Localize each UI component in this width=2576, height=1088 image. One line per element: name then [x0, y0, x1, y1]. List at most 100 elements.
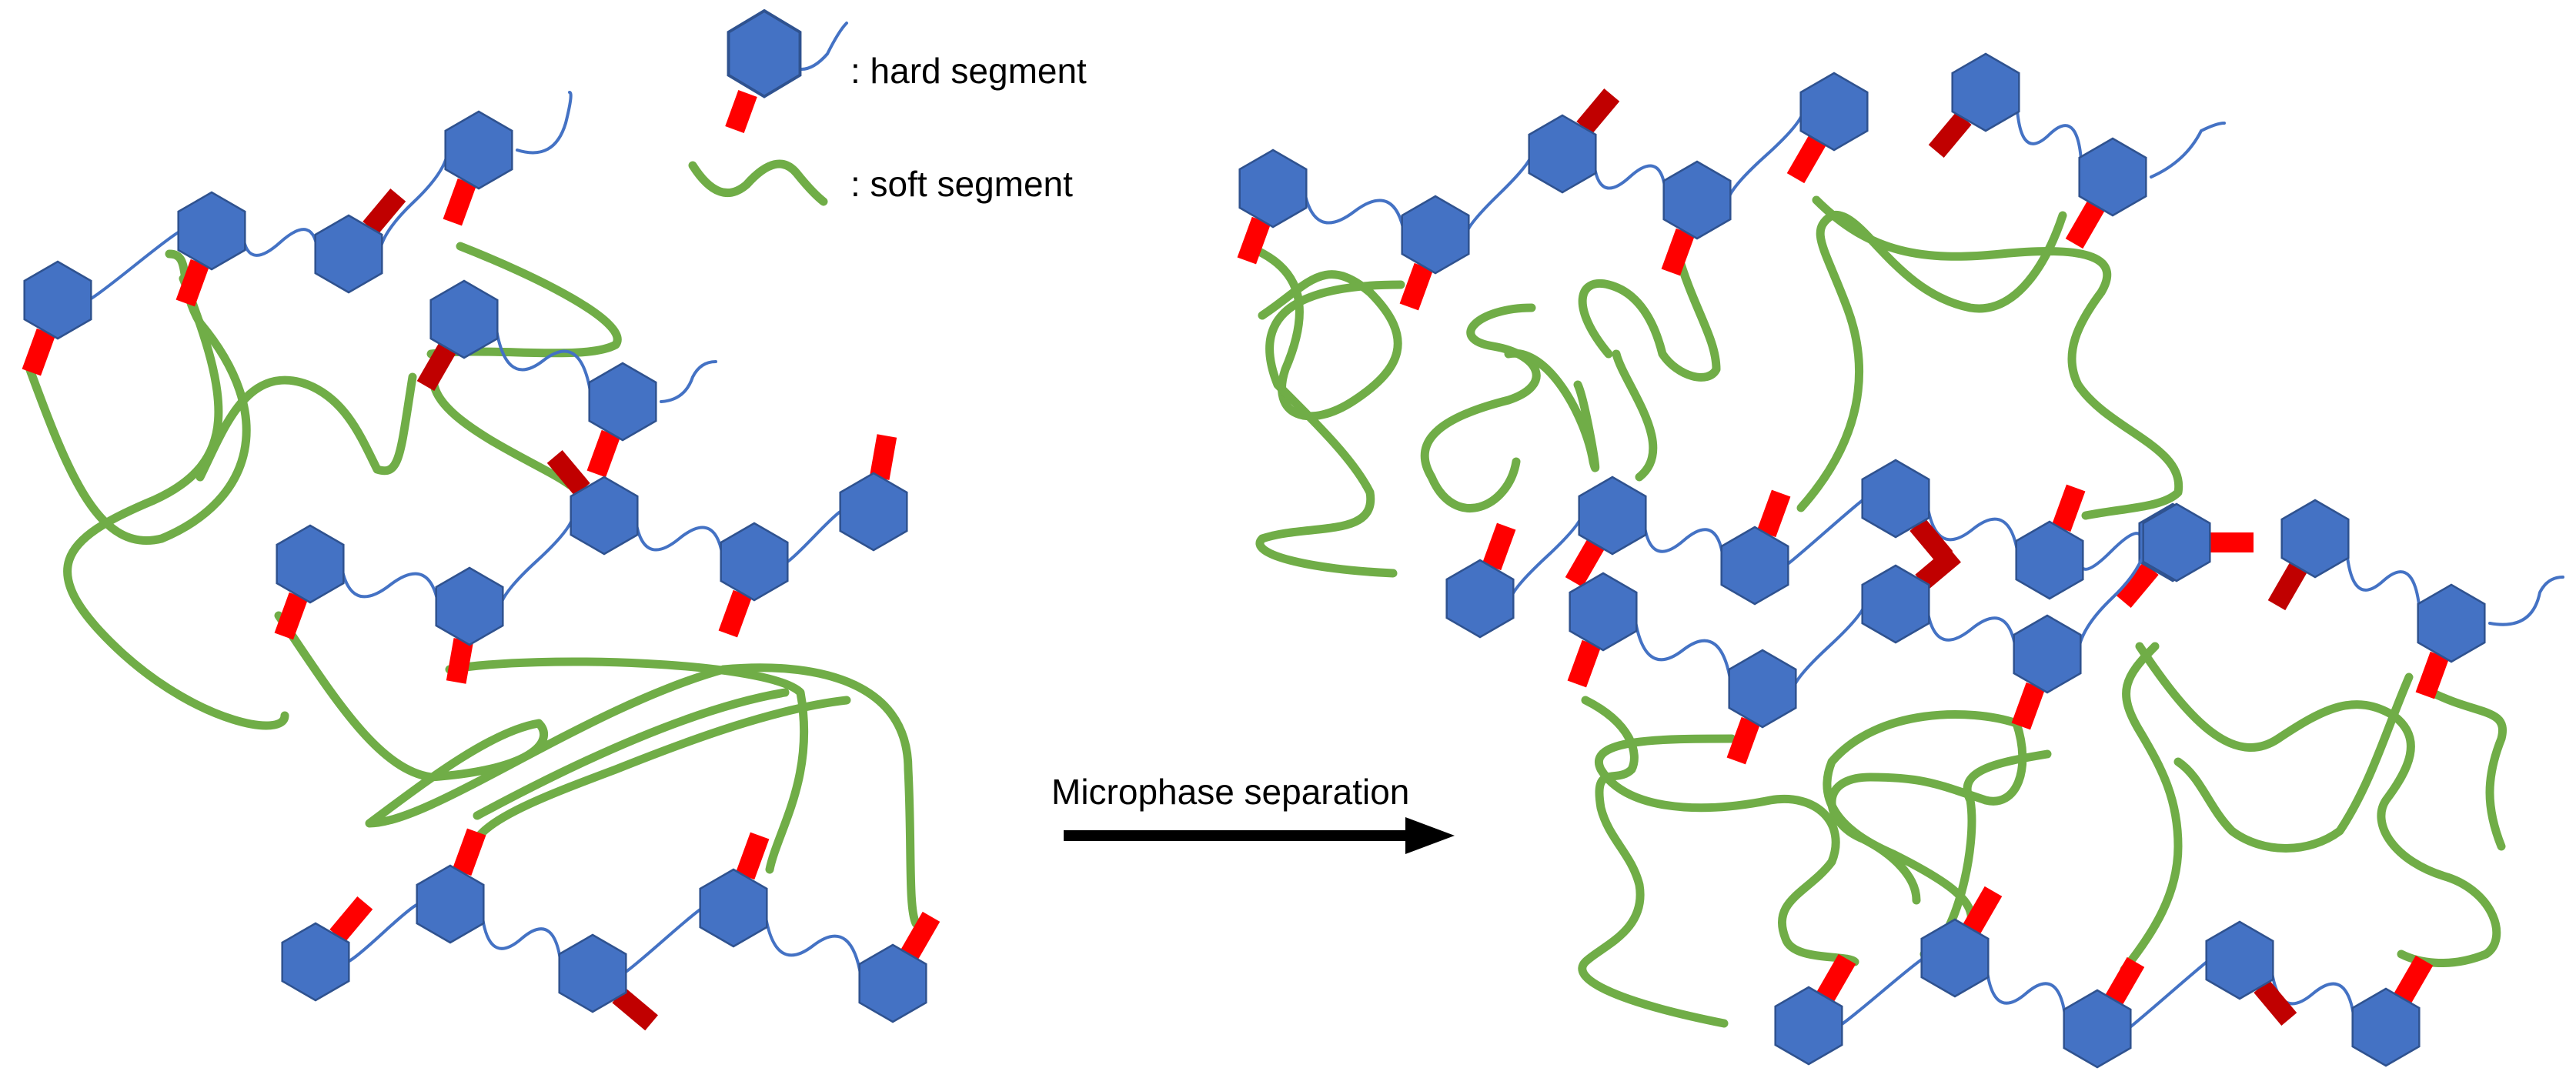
end-group-tag — [718, 589, 753, 638]
legend-soft-segment-label: : soft segment — [850, 164, 1073, 204]
chain-link — [1925, 497, 2020, 562]
chain-tail-link — [660, 360, 717, 403]
hard-segment-hexagon — [2280, 499, 2350, 579]
end-group-tag — [2394, 955, 2434, 1003]
hard-segment-hexagon — [2205, 920, 2274, 1000]
chain-link — [87, 229, 182, 302]
end-group-tag — [22, 328, 56, 376]
chain-link — [339, 562, 440, 608]
end-group-tag — [2011, 682, 2046, 730]
hard-segment-hexagon — [2013, 614, 2082, 694]
chain-link — [2077, 541, 2147, 656]
chain-link — [1726, 110, 1805, 202]
hard-segment-hexagon — [281, 922, 350, 1002]
end-group-tag — [1661, 228, 1696, 276]
chain-link — [1984, 956, 2068, 1030]
hard-segment-hexagon — [1920, 918, 1990, 998]
chain-link — [499, 514, 575, 608]
chain-link — [1509, 514, 1583, 600]
end-group-tag — [869, 434, 897, 480]
hard-segment-hexagon — [1569, 572, 1638, 652]
end-group-tag — [1915, 546, 1961, 590]
hard-segment-hexagon — [1799, 72, 1869, 152]
hard-segment-hexagon — [276, 524, 345, 604]
hard-segment-hexagon — [435, 566, 504, 646]
end-group-tag — [175, 259, 210, 307]
hard-segment-hexagon — [699, 868, 768, 948]
end-group-tag — [2051, 484, 2086, 532]
hard-segment-hexagon — [1774, 986, 1843, 1066]
chain-tail-link — [2150, 122, 2226, 179]
hard-segment-hexagon — [570, 476, 639, 556]
end-group-tag — [274, 592, 309, 640]
end-group-tag — [900, 911, 941, 960]
chain-link — [241, 228, 319, 257]
hard-segment-hexagon — [839, 472, 908, 552]
hard-segment-hexagon — [1951, 52, 2020, 132]
chain-link — [2127, 959, 2210, 1030]
hard-segment-hexagon — [23, 260, 92, 340]
hard-segment-hexagon — [1238, 149, 1308, 229]
chain-link — [1592, 152, 1668, 202]
chain-link — [1632, 610, 1733, 690]
hard-segment-hexagon — [416, 864, 485, 944]
hard-segment-hexagon — [2015, 520, 2084, 600]
end-group-tag — [1786, 135, 1826, 184]
chain-link — [2079, 532, 2143, 571]
chain-link — [1642, 514, 1726, 567]
hard-segment-hexagon — [444, 110, 513, 190]
hard-segment-hexagon — [558, 933, 627, 1013]
hard-segment-hexagon — [1401, 195, 1470, 275]
hard-segment-hexagon — [2078, 137, 2147, 217]
chain-tail-link — [2488, 576, 2564, 626]
chain-link — [763, 906, 864, 985]
end-group-tag — [2210, 532, 2254, 552]
hard-segment-hexagon — [1662, 160, 1732, 240]
hard-segment-hexagon — [1528, 114, 1597, 194]
end-group-tag — [1237, 216, 1271, 265]
hard-segment-hexagon — [2417, 583, 2486, 663]
chain-tail-link — [516, 91, 573, 155]
end-group-tag — [1816, 953, 1856, 1002]
chain-link — [1784, 497, 1866, 567]
microphase-separation-arrow — [1064, 817, 1455, 854]
chain-link — [783, 509, 844, 565]
end-group-tag — [1567, 639, 1602, 688]
end-group-tag — [2115, 562, 2159, 608]
end-group-tag — [443, 178, 477, 226]
hard-segments — [22, 52, 2564, 1069]
chain-link — [1792, 602, 1866, 690]
hard-segment-hexagon — [1728, 649, 1797, 729]
chain-link — [479, 903, 563, 975]
chain-link — [345, 902, 421, 964]
legend-soft-segment-icon — [688, 159, 828, 206]
chain-link — [2015, 91, 2083, 179]
right-panel-soft-segments — [1242, 195, 2507, 1028]
end-group-tag — [2415, 651, 2450, 699]
chain-link — [622, 906, 704, 975]
end-group-tag — [1928, 112, 1972, 158]
end-group-tag — [1963, 886, 2003, 934]
hard-segment-hexagon — [720, 522, 789, 602]
chain-link — [1838, 956, 1926, 1027]
end-group-tag — [2065, 201, 2105, 249]
hard-segment-hexagon — [1445, 559, 1515, 639]
end-group-tag — [1726, 716, 1761, 765]
chain-link — [1465, 152, 1533, 236]
end-group-tag — [586, 429, 621, 478]
end-group-tag — [446, 638, 474, 684]
hard-segment-hexagon — [1720, 526, 1789, 606]
end-group-tag — [2267, 562, 2307, 611]
end-group-tag — [1565, 539, 1605, 588]
end-group-tag — [735, 832, 770, 880]
hard-segment-hexagon — [177, 191, 246, 271]
end-group-tag — [546, 450, 590, 496]
hard-segment-hexagon — [2142, 502, 2211, 582]
end-group-tag — [1756, 489, 1791, 538]
chain-link — [493, 318, 593, 403]
chain-link — [633, 514, 725, 563]
hard-segment-hexagon — [1861, 564, 1930, 644]
chain-link — [1302, 187, 1406, 236]
end-group-tag — [329, 896, 373, 943]
